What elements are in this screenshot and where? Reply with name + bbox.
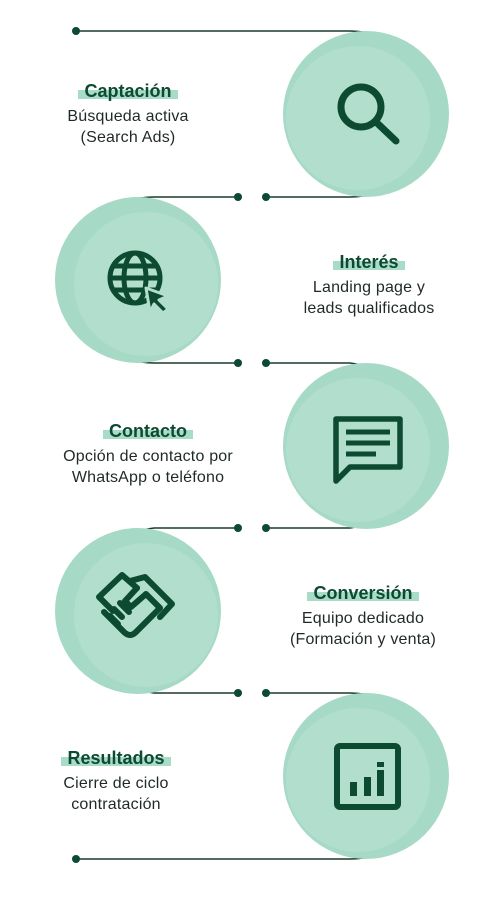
handshake-icon (96, 572, 175, 638)
dot (262, 359, 270, 367)
dot (72, 855, 80, 863)
step-description-line: leads qualificados (303, 300, 435, 317)
dot (72, 27, 80, 35)
step-title: Resultados (61, 749, 171, 767)
dot (234, 524, 242, 532)
dot (262, 524, 270, 532)
step-description-line: contratación (71, 796, 161, 813)
dot (234, 193, 242, 201)
step-description: Búsqueda activa (Search Ads) (28, 106, 228, 148)
globe-cursor-icon (107, 250, 170, 315)
step-description-line: Búsqueda activa (67, 108, 189, 125)
step-title: Captación (78, 82, 178, 100)
step-3-circle (283, 363, 449, 529)
step-2-text: Interés Landing page y leads qualificado… (262, 253, 476, 319)
step-title: Interés (333, 253, 405, 271)
step-title: Conversión (307, 584, 419, 602)
step-1-text: Captación Búsqueda activa (Search Ads) (28, 82, 228, 148)
step-4-circle (55, 528, 221, 694)
step-description: Opción de contacto por WhatsApp o teléfo… (36, 446, 260, 488)
dot (234, 689, 242, 697)
step-3-text: Contacto Opción de contacto por WhatsApp… (36, 422, 260, 488)
step-5-circle (283, 693, 449, 859)
dot (234, 359, 242, 367)
dot (262, 193, 270, 201)
step-description-line: (Search Ads) (80, 129, 176, 146)
step-description-line: (Formación y venta) (289, 631, 437, 648)
step-description: Cierre de ciclo contratación (16, 773, 216, 815)
step-title: Contacto (103, 422, 193, 440)
step-description: Landing page y leads qualificados (262, 277, 476, 319)
chat-icon (333, 416, 403, 484)
search-icon (337, 83, 400, 145)
connector-dots (72, 27, 270, 863)
step-description-line: Opción de contacto por (63, 448, 233, 465)
step-description-line: Equipo dedicado (301, 610, 425, 627)
step-description-line: Cierre de ciclo (63, 775, 169, 792)
step-description: Equipo dedicado (Formación y venta) (262, 608, 464, 650)
dot (262, 689, 270, 697)
step-4-text: Conversión Equipo dedicado (Formación y … (262, 584, 464, 650)
step-description-line: WhatsApp o teléfono (71, 469, 225, 486)
step-description-line: Landing page y (312, 279, 426, 296)
step-1-circle (283, 31, 449, 197)
bar-chart-icon (334, 743, 401, 810)
step-5-text: Resultados Cierre de ciclo contratación (16, 749, 216, 815)
